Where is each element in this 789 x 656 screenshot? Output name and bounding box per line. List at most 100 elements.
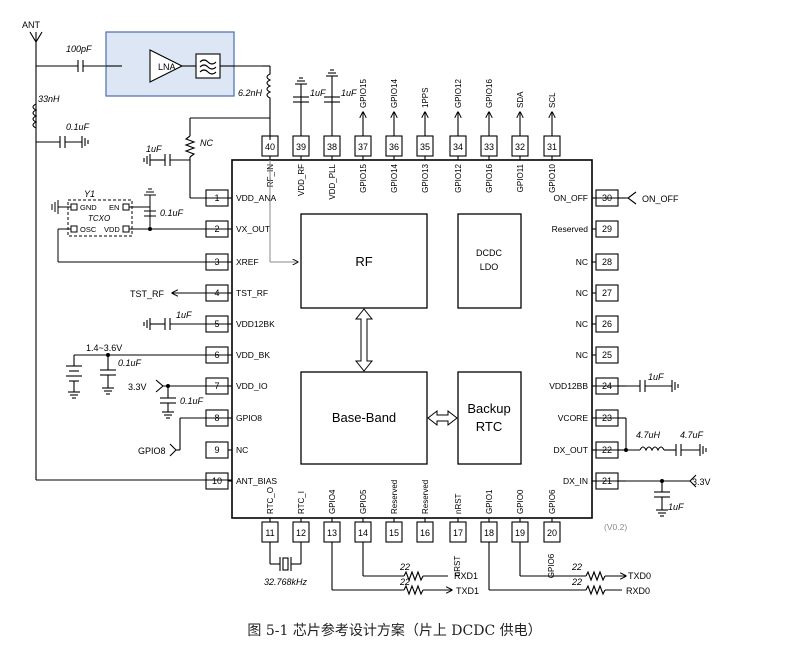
v33-right-arrow-icon <box>689 474 697 488</box>
r-rxd0-label: 22 <box>571 577 582 587</box>
nrst-ext-label: nRST <box>453 556 462 577</box>
lna-label: LNA <box>158 62 176 72</box>
pin-name-14: GPIO5 <box>359 489 368 514</box>
pin-name-10: ANT_BIAS <box>236 476 277 486</box>
dcdc-ldo-block <box>457 213 522 309</box>
pin-name-17: nRST <box>454 493 463 514</box>
gpio8-arrow-icon <box>169 443 177 457</box>
resistor-rxd0-icon <box>585 584 606 596</box>
txd0-label: TXD0 <box>628 571 651 581</box>
gpio8-ext-label: GPIO8 <box>138 446 166 456</box>
nc-res-label: NC <box>200 138 213 148</box>
cap-100pf-label: 100pF <box>66 44 92 54</box>
pin-number-31: 31 <box>547 142 557 152</box>
pin-name-21: DX_IN <box>563 476 588 486</box>
top-ext-label-32: SDA <box>516 91 525 108</box>
pin-name-9: NC <box>236 445 248 455</box>
top-ext-label-33: GPIO16 <box>485 79 494 108</box>
pin-number-17: 17 <box>453 528 463 538</box>
pin-number-9: 9 <box>214 445 219 455</box>
antenna-section <box>29 31 232 481</box>
pin-name-35: GPIO13 <box>421 163 430 192</box>
tcxo-cap: 0.1uF <box>160 208 184 218</box>
figure-caption: 图 5-1 芯片参考设计方案（片上 DCDC 供电） <box>247 623 542 639</box>
pin-number-16: 16 <box>420 528 430 538</box>
pin-name-1: VDD_ANA <box>236 193 276 203</box>
pin-number-36: 36 <box>389 142 399 152</box>
inductor-62nh-icon <box>266 66 272 140</box>
top-ext-label-36: GPIO14 <box>390 79 399 108</box>
pin-name-33: GPIO16 <box>485 163 494 192</box>
cap-39-label: 1uF <box>310 88 326 98</box>
pin-number-38: 38 <box>327 142 337 152</box>
pin-number-10: 10 <box>212 476 222 486</box>
crystal-label: 32.768kHz <box>264 577 308 587</box>
pin-number-20: 20 <box>547 528 557 538</box>
pin-name-7: VDD_IO <box>236 381 268 391</box>
top-ext-label-37: GPIO15 <box>359 79 368 108</box>
pin-number-15: 15 <box>389 528 399 538</box>
ind-22-label: 4.7uH <box>636 430 661 440</box>
cap-22-label: 4.7uF <box>680 430 704 440</box>
cap-01uf-ant-label: 0.1uF <box>66 122 90 132</box>
pin-name-15: Reserved <box>390 480 399 514</box>
pin-number-13: 13 <box>327 528 337 538</box>
rf-baseband-double-arrow <box>354 308 374 372</box>
pin-name-8: GPIO8 <box>236 413 262 423</box>
pin-name-2: VX_OUT <box>236 224 270 234</box>
antenna-icon <box>29 31 43 44</box>
pin-number-19: 19 <box>515 528 525 538</box>
pin-name-23: VCORE <box>558 413 589 423</box>
pin-number-35: 35 <box>420 142 430 152</box>
cap-21-label: 1uF <box>668 502 684 512</box>
pin-name-37: GPIO15 <box>359 163 368 192</box>
saw-filter-icon <box>195 53 221 79</box>
pin-name-22: DX_OUT <box>554 445 588 455</box>
pin-name-19: GPIO0 <box>516 489 525 514</box>
cap-38-label: 1uF <box>341 88 357 98</box>
resistor-txd1-icon <box>403 584 424 596</box>
top-pin-caps <box>293 69 340 136</box>
ind-62nh-label: 6.2nH <box>238 88 263 98</box>
pin-number-11: 11 <box>265 528 274 538</box>
inductor-33nh-icon <box>32 103 38 129</box>
tcxo-vdd: VDD <box>104 225 120 234</box>
version-label: (V0.2) <box>604 522 627 532</box>
vdd-io-arrow-icon <box>155 379 164 393</box>
pin-number-29: 29 <box>602 224 612 234</box>
top-ext-label-31: SCL <box>548 92 557 108</box>
pin-name-36: GPIO14 <box>390 163 399 192</box>
tcxo-pins <box>51 188 232 263</box>
inductor-47uh-icon <box>639 446 665 452</box>
pin-name-12: RTC_I <box>297 491 306 514</box>
baseband-rtc-double-arrow <box>427 409 458 427</box>
tst-rf-ext-label: TST_RF <box>130 289 165 299</box>
pin-name-27: NC <box>576 288 588 298</box>
pin-number-32: 32 <box>515 142 525 152</box>
pin-name-31: GPIO10 <box>548 163 557 192</box>
backup-rtc-block <box>457 371 522 465</box>
pin-name-29: Reserved <box>552 224 589 234</box>
right-externals <box>592 191 707 517</box>
pin-name-18: GPIO1 <box>485 489 494 514</box>
cap-5-label: 1uF <box>176 310 192 320</box>
cap-6-label: 0.1uF <box>118 358 142 368</box>
rf-block <box>300 213 428 309</box>
v33-left-label: 3.3V <box>128 382 147 392</box>
lna-internals <box>106 49 272 140</box>
tcxo-en: EN <box>109 203 119 212</box>
pin-name-39: VDD_RF <box>297 164 306 196</box>
pin-number-18: 18 <box>484 528 494 538</box>
pin-number-39: 39 <box>296 142 306 152</box>
pin-name-6: VDD_BK <box>236 350 270 360</box>
ldo-label: LDO <box>480 262 499 272</box>
pin-number-12: 12 <box>296 528 306 538</box>
txd1-label: TXD1 <box>456 586 479 596</box>
pin-name-16: Reserved <box>421 480 430 514</box>
dcdc-label: DCDC <box>476 248 502 258</box>
pin-name-13: GPIO4 <box>328 489 337 514</box>
pin-name-32: GPIO11 <box>516 163 525 192</box>
rf-in-internal-path <box>269 160 298 262</box>
pin-name-4: TST_RF <box>236 288 268 298</box>
rxd1-label: RXD1 <box>454 571 478 581</box>
